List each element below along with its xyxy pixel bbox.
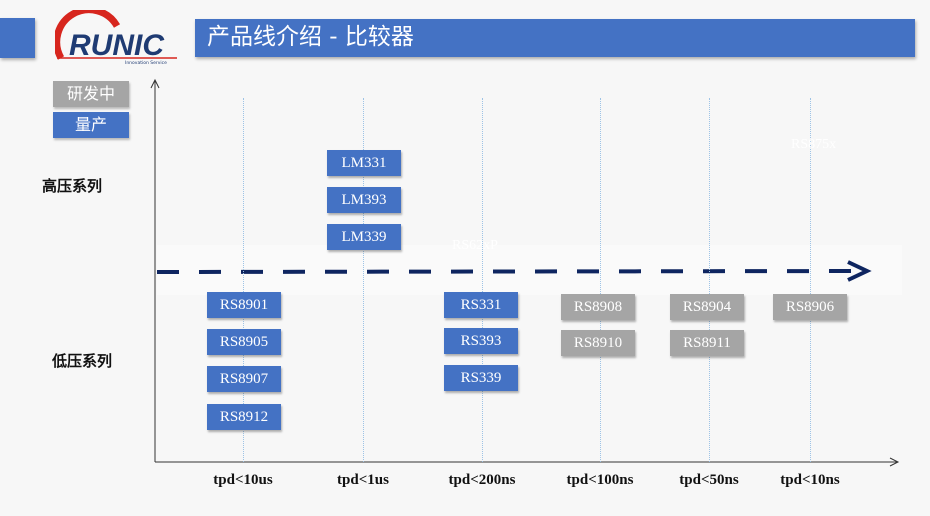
product-box: LM339 — [327, 224, 401, 250]
product-box: RS8901 — [207, 292, 281, 318]
product-box: RS8906 — [773, 294, 847, 320]
product-box: LM393 — [327, 187, 401, 213]
legend-in-development: 研发中 — [53, 81, 129, 107]
product-box: RS8905 — [207, 329, 281, 355]
y-label-high-voltage: 高压系列 — [42, 177, 103, 195]
faint-label: RS62xP — [452, 238, 498, 253]
column-gridline — [600, 98, 601, 462]
svg-text:Innovation Service: Innovation Service — [125, 60, 167, 65]
divider-dashed-line — [156, 269, 856, 274]
legend-mass-production: 量产 — [53, 112, 129, 138]
y-axis-arrow — [150, 78, 160, 89]
x-label: tpd<1us — [337, 472, 389, 488]
product-box: RS8908 — [561, 294, 635, 320]
y-label-low-voltage: 低压系列 — [52, 352, 113, 370]
x-axis-arrow — [889, 457, 900, 467]
product-box: RS8907 — [207, 366, 281, 392]
highlight-band — [157, 245, 902, 295]
column-gridline — [709, 98, 710, 462]
column-gridline — [363, 98, 364, 462]
page-title: 产品线介绍 - 比较器 — [195, 19, 915, 57]
product-box: RS339 — [444, 365, 518, 391]
product-box: RS393 — [444, 328, 518, 354]
product-box: RS8910 — [561, 330, 635, 356]
product-box: RS8904 — [670, 294, 744, 320]
product-box: RS8912 — [207, 404, 281, 430]
x-label: tpd<10us — [213, 472, 273, 488]
product-box: RS8911 — [670, 330, 744, 356]
column-gridline — [810, 98, 811, 462]
column-gridline — [243, 98, 244, 462]
faint-label: RS875x — [791, 137, 837, 152]
product-box: LM331 — [327, 150, 401, 176]
x-label: tpd<100ns — [566, 472, 634, 488]
svg-text:RUNIC: RUNIC — [69, 29, 165, 62]
runic-logo: RUNIC Innovation Service — [53, 6, 177, 66]
divider-arrow — [847, 260, 872, 282]
x-label: tpd<10ns — [780, 472, 840, 488]
product-box: RS331 — [444, 292, 518, 318]
header-accent — [0, 18, 35, 58]
column-gridline — [482, 98, 483, 462]
x-label: tpd<50ns — [679, 472, 739, 488]
x-label: tpd<200ns — [448, 472, 516, 488]
